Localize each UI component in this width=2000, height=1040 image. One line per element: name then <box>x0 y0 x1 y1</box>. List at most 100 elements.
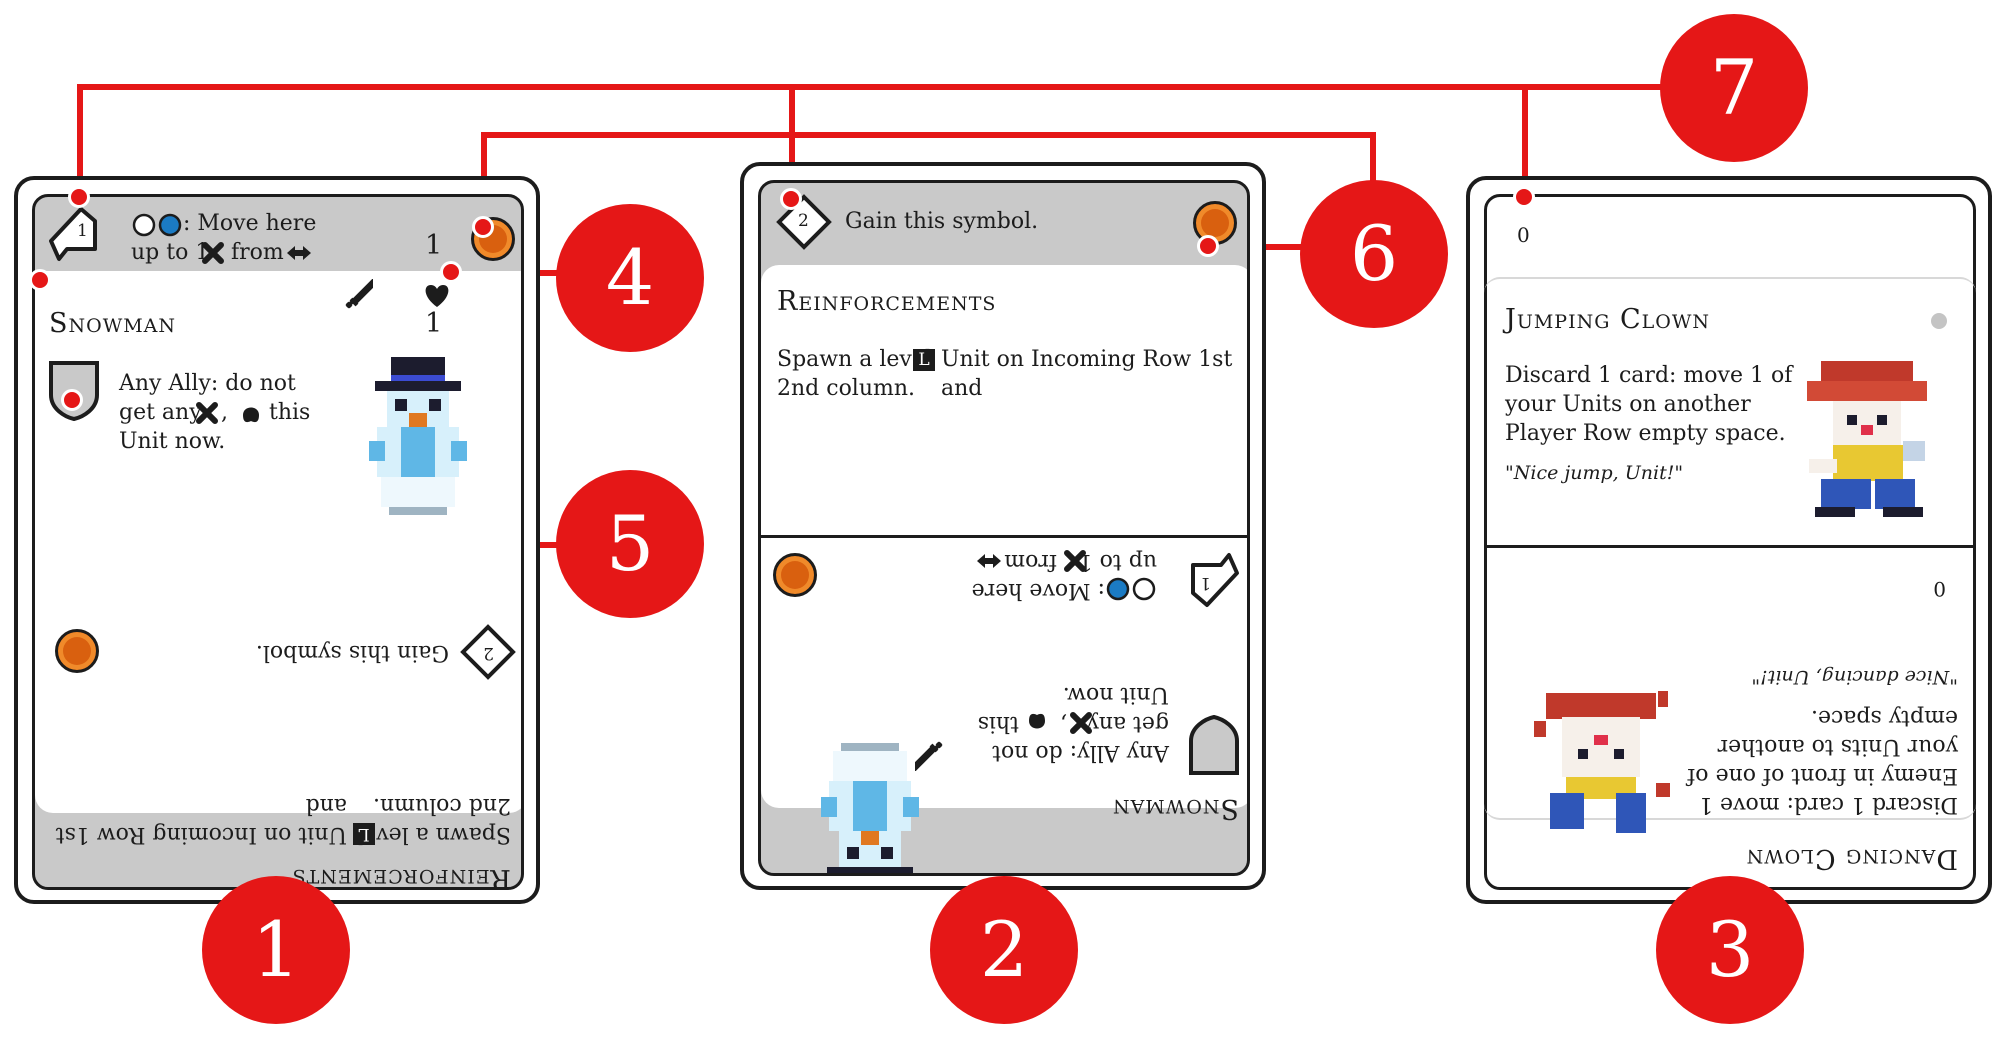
callout-3: 3 <box>1656 876 1804 1024</box>
card-1[interactable]: 1 : Move here up to 1 from 1 Snowman 1 A… <box>14 176 540 904</box>
anchor-dot-6-card2 <box>1197 235 1219 257</box>
anchor-dot-7-card3 <box>1513 186 1535 208</box>
card-2-desc-2: Unit on Incoming Row 1st and <box>941 347 1233 401</box>
connector-7-top <box>77 84 1677 90</box>
card-2-bottom-desc-1: Any Ally: do not <box>992 740 1169 765</box>
card-2-divider <box>761 535 1247 538</box>
card-2-bottom-ability: : Move here <box>971 578 1105 603</box>
callout-7: 7 <box>1660 14 1808 162</box>
card-1-bottom-level: 2 <box>483 643 494 663</box>
callout-6: 6 <box>1300 180 1448 328</box>
card-1-name: Snowman <box>49 308 177 339</box>
diamond-icon <box>460 624 516 680</box>
card-1-desc-2: get any <box>119 400 202 425</box>
card-1-bottom-name: Reinforcements <box>291 863 511 890</box>
card-3-quote: "Nice jump, Unit!" <box>1505 462 1684 484</box>
level-arrow-icon <box>1191 553 1239 607</box>
sword-icon <box>915 741 943 771</box>
callout-2: 2 <box>930 876 1078 1024</box>
card-2-bottom-desc-2: get any <box>1086 711 1169 736</box>
card-3-bottom-desc-2: Enemy in front of one of <box>1687 763 1958 788</box>
connector-7-card1 <box>77 84 83 192</box>
card-1-desc-3: , <box>221 400 228 425</box>
cross-icon <box>1070 712 1092 734</box>
card-2-bottom-level: 1 <box>1200 573 1211 593</box>
card-1-bottom-ability: Gain this symbol. <box>255 640 449 665</box>
card-1-desc-5: Unit now. <box>119 429 226 454</box>
arrows-icon <box>287 246 311 260</box>
card-1-bottom-desc-1: Spawn a level <box>356 822 511 847</box>
token-icon <box>55 629 99 673</box>
anchor-dot-5-left <box>29 269 51 291</box>
anchor-dot-7-card1 <box>68 186 90 208</box>
card-2-bottom-name: Snowman <box>1111 793 1239 824</box>
callout-5: 5 <box>556 470 704 618</box>
card-2-top-panel <box>761 265 1247 535</box>
card-2-level: 2 <box>798 211 809 231</box>
card-1-desc-1: Any Ally: do not <box>119 371 296 396</box>
connector-7-card3 <box>1522 84 1528 194</box>
card-2-frame: 2 Gain this symbol. Reinforcements Spawn… <box>758 180 1250 876</box>
cross-icon <box>196 402 218 424</box>
card-2-desc-1: Spawn a level <box>777 347 932 372</box>
card-3-bottom-half: 0 Dancing Clown Discard 1 card: move 1 E… <box>1484 548 1976 893</box>
level-arrow-icon <box>49 207 97 261</box>
card-3[interactable]: 0 Jumping Clown Discard 1 card: move 1 o… <box>1466 176 1992 904</box>
unit-level-badge: L <box>353 823 375 845</box>
card-2[interactable]: 2 Gain this symbol. Reinforcements Spawn… <box>740 162 1266 890</box>
card-3-desc-2: your Units on another <box>1505 392 1751 417</box>
card-2-name: Reinforcements <box>777 286 997 317</box>
card-3-bottom-desc-3: your Units to another <box>1717 734 1958 759</box>
dot-blue-icon <box>158 213 182 237</box>
anchor-dot-6-card1 <box>472 216 494 238</box>
card-1-ability: : Move here <box>183 211 317 236</box>
card-2-bottom-ability-2: up to 1 <box>1078 549 1157 574</box>
sword-icon <box>345 279 373 309</box>
dancing-clown-sprite <box>1534 691 1670 833</box>
card-2-bottom-desc-3: , <box>1060 711 1067 736</box>
card-1-bottom-panel <box>35 605 521 813</box>
card-1-bottom-desc-2: Unit on Incoming Row 1st and <box>55 793 347 847</box>
connector-6-top <box>481 132 1376 138</box>
card-3-bottom-panel <box>1484 548 1976 820</box>
card-1-ability-2: up to 1 <box>131 240 210 265</box>
card-2-bottom-half: Snowman Any Ally: do not get any , this … <box>761 538 1247 873</box>
callout-1: 1 <box>202 876 350 1024</box>
blob-icon <box>243 407 259 423</box>
card-1-attack: 1 <box>425 230 443 261</box>
callout-4: 4 <box>556 204 704 352</box>
shield-icon <box>1189 714 1239 775</box>
anchor-dot-7-card2 <box>780 188 802 210</box>
card-1-bottom-desc-3: 2nd column. <box>372 793 511 818</box>
dot-white-icon <box>1132 577 1156 601</box>
anchor-dot-4 <box>440 261 462 283</box>
card-3-bottom-name: Dancing Clown <box>1745 843 1958 874</box>
token-icon <box>773 553 817 597</box>
jumping-clown-sprite <box>1807 361 1927 517</box>
card-3-bottom-desc-4: empty space. <box>1810 705 1958 730</box>
card-3-bottom-quote: "Nice dancing, Unit!" <box>1751 666 1958 688</box>
card-3-name: Jumping Clown <box>1505 304 1710 335</box>
card-3-top-panel <box>1484 277 1976 551</box>
card-2-bottom-ability-3: from <box>1004 549 1057 574</box>
card-3-top-value: 0 <box>1517 223 1530 247</box>
card-2-ability: Gain this symbol. <box>845 209 1039 234</box>
card-3-desc-1: Discard 1 card: move 1 of <box>1505 363 1793 388</box>
snowman-sprite <box>821 743 919 873</box>
card-1-bottom-half: Reinforcements Spawn a level L Unit on I… <box>35 605 521 890</box>
dot-blue-icon <box>1106 577 1130 601</box>
dot-white-icon <box>132 213 156 237</box>
unit-level-badge: L <box>913 349 935 371</box>
connector-6-right <box>1370 132 1376 212</box>
card-2-bottom-desc-5: Unit now. <box>1062 682 1169 707</box>
card-3-desc-3: Player Row empty space. <box>1505 421 1786 446</box>
snowman-sprite <box>369 357 467 515</box>
card-3-bottom-value: 0 <box>1933 577 1946 601</box>
card-2-desc-3: 2nd column. <box>777 376 916 401</box>
card-1-level: 1 <box>77 221 88 241</box>
card-3-bottom-desc-1: Discard 1 card: move 1 <box>1699 792 1958 817</box>
status-dot <box>1931 313 1947 329</box>
card-1-health: 1 <box>425 308 443 339</box>
card-3-divider <box>1484 545 1976 548</box>
card-2-bottom-desc-4: this <box>977 711 1019 736</box>
